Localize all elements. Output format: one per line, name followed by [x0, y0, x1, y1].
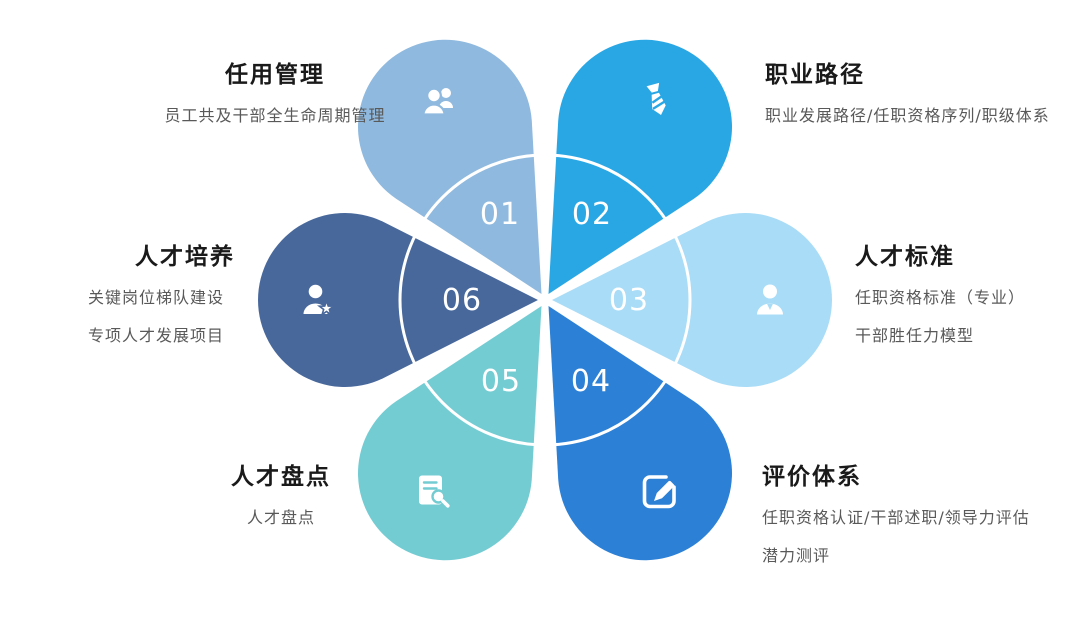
person-icon: [757, 284, 783, 315]
petal-01-desc-line: 员工共及干部全生命周期管理: [164, 106, 386, 125]
person-star-icon: [303, 284, 336, 317]
petal-03-title: 人才标准: [855, 244, 955, 270]
petal-04-number: 04: [571, 364, 611, 399]
petal-05-desc-line: 人才盘点: [246, 508, 315, 527]
petal-05-number: 05: [481, 364, 521, 399]
petal-01-shape: [358, 39, 542, 294]
label-block-01: 任用管理 员工共及干部全生命周期管理: [110, 60, 440, 126]
petal-06-desc-line: 专项人才发展项目: [88, 326, 225, 345]
center-ring: [398, 153, 692, 447]
petal-04-shape: [548, 306, 732, 561]
petal-01-title: 任用管理: [225, 62, 325, 88]
petal-02-desc-line: 职业发展路径/任职资格序列/职级体系: [765, 106, 1050, 125]
petal-02-shape: [548, 39, 732, 294]
report-search-icon: [419, 475, 450, 508]
label-block-03: 人才标准 任职资格标准（专业） 干部胜任力模型: [855, 242, 1081, 346]
petal-03-desc-line: 任职资格标准（专业）: [855, 288, 1026, 307]
label-block-05: 人才盘点 人才盘点: [131, 462, 431, 528]
petal-02-number: 02: [572, 197, 612, 232]
petal-03-shape: [552, 212, 832, 387]
petal-04-desc-line: 潜力测评: [762, 546, 831, 565]
label-block-06: 人才培养 关键岗位梯队建设 专项人才发展项目: [88, 242, 328, 346]
petal-03-number: 03: [609, 283, 649, 318]
label-block-04: 评价体系 任职资格认证/干部述职/领导力评估 潜力测评: [762, 462, 1081, 566]
petal-04-title: 评价体系: [762, 464, 862, 490]
label-block-02: 职业路径 职业发展路径/任职资格序列/职级体系: [765, 60, 1081, 126]
petal-06-title: 人才培养: [135, 244, 235, 270]
users-icon: [422, 87, 453, 116]
petal-06-shape: [258, 212, 538, 387]
petal-06-number: 06: [442, 283, 482, 318]
petal-04-desc-line: 任职资格认证/干部述职/领导力评估: [762, 508, 1030, 527]
edit-icon: [642, 475, 676, 509]
petal-03-desc-line: 干部胜任力模型: [855, 326, 975, 345]
petal-02-title: 职业路径: [765, 62, 865, 88]
petal-05-shape: [358, 306, 542, 561]
tie-icon: [646, 82, 666, 115]
petal-01-number: 01: [480, 197, 520, 232]
petal-05-title: 人才盘点: [231, 464, 331, 490]
petal-06-desc-line: 关键岗位梯队建设: [88, 288, 225, 307]
